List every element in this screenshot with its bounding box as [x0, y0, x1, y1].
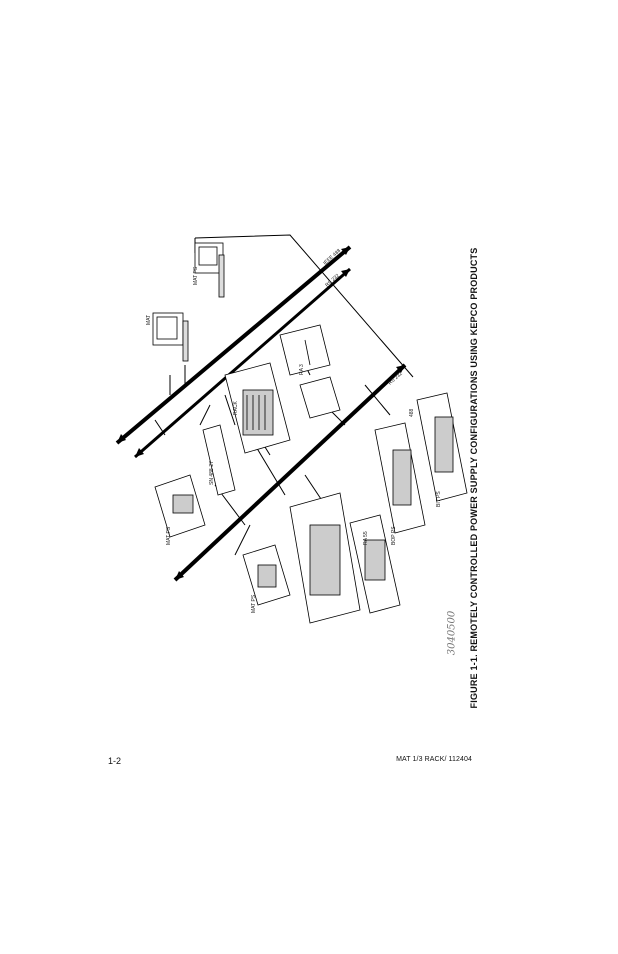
bop-ps-right [416, 392, 468, 502]
device-label: SN 488-27 [209, 461, 215, 485]
mat-ps-left-bottom [242, 544, 291, 606]
device-label: MAT PS [166, 526, 172, 545]
mat-ps-left-top [154, 474, 206, 538]
drawing-code: 3040500 [446, 610, 458, 656]
ra-unit-upper [279, 324, 331, 376]
rack-unit-center [224, 362, 291, 454]
device-label: BOP PS [391, 526, 397, 545]
computer-monitor-top [194, 242, 225, 298]
device-label: RACK [233, 400, 239, 415]
bus-arrowheads [117, 247, 405, 580]
ra-unit-lower [299, 376, 341, 419]
bus-line-lower [173, 363, 407, 582]
page-number: 1-2 [108, 756, 122, 766]
power-supply-configuration-diagram: IEEE 488 RS 232 RS 232 MAT MAT PS MAT PS… [95, 225, 495, 645]
bus-line-middle [134, 267, 351, 459]
bop-ps-left [374, 422, 426, 534]
rack-unit-bottom [289, 492, 361, 624]
bus-line-upper [115, 245, 352, 445]
device-label: MAT [146, 315, 152, 325]
devices [152, 242, 468, 624]
ra-55-unit [349, 514, 401, 614]
figure-caption: FIGURE 1-1. REMOTELY CONTROLLED POWER SU… [469, 247, 479, 709]
device-label: BIT PS [436, 491, 442, 507]
device-label: MAT PS [193, 266, 199, 285]
bus-lines [115, 245, 407, 582]
device-label: MAT PS [251, 594, 257, 613]
bus-label-group: IEEE 488 RS 232 RS 232 [322, 248, 404, 387]
computer-monitor-mid [152, 312, 189, 362]
device-label-group: MAT MAT PS MAT PS MAT PS RA 3 RA 55 BOP … [146, 266, 442, 613]
device-label: 488 [409, 408, 415, 417]
device-label: RA 55 [363, 531, 369, 545]
sn-488-module [202, 424, 236, 496]
document-id: MAT 1/3 RACK/ 112404 [396, 756, 472, 763]
device-label: RA 3 [299, 364, 305, 375]
